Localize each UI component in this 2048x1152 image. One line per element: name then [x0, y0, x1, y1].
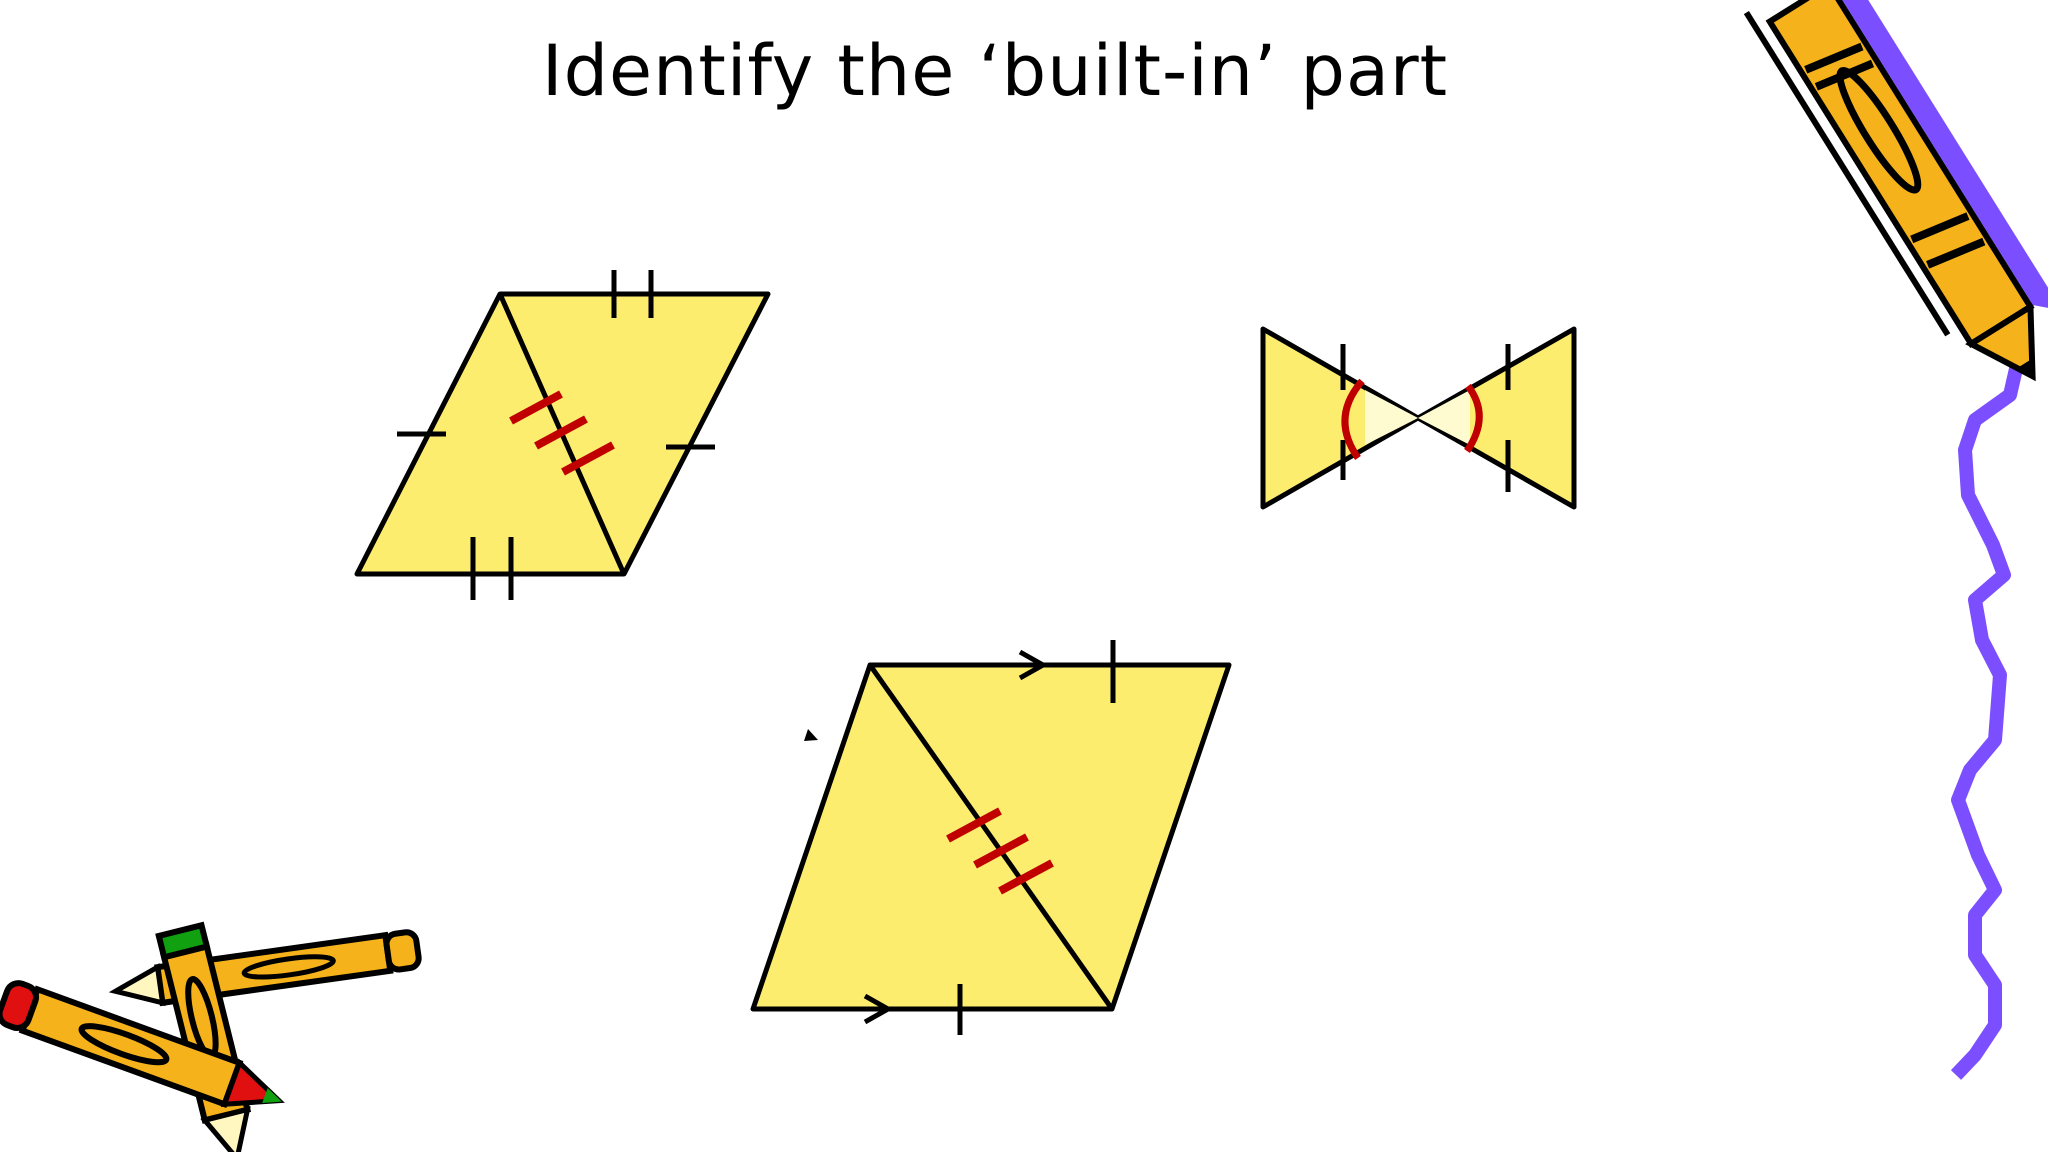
built-in-mark	[973, 833, 1029, 869]
built-in-mark	[561, 441, 615, 476]
parallel-arrow	[1018, 649, 1049, 681]
built-in-mark	[534, 415, 588, 450]
bowtie-right-triangle	[1415, 326, 1577, 510]
vertical-angle-arc	[1464, 383, 1483, 453]
built-in-mark	[946, 807, 1002, 843]
built-in-mark	[509, 390, 563, 425]
pencil-icon	[0, 980, 285, 1109]
parallelogram-bottom-diagonal	[867, 663, 1115, 1011]
built-in-mark	[998, 859, 1054, 895]
slide-title: Identify the ‘built-in’ part	[541, 30, 1449, 112]
pencil-icon	[1743, 0, 2048, 382]
vertical-angle-arc	[1341, 378, 1365, 461]
stray-mark	[804, 729, 818, 741]
parallel-arrow	[863, 993, 894, 1025]
purple-squiggle	[1950, 358, 2025, 1080]
figure-bowtie	[1260, 326, 1577, 510]
vertex-highlight	[1365, 390, 1418, 445]
vertex-highlight	[1418, 390, 1470, 445]
figure-parallelogram-bottom	[750, 640, 1232, 1035]
figure-parallelogram-left	[354, 270, 771, 600]
